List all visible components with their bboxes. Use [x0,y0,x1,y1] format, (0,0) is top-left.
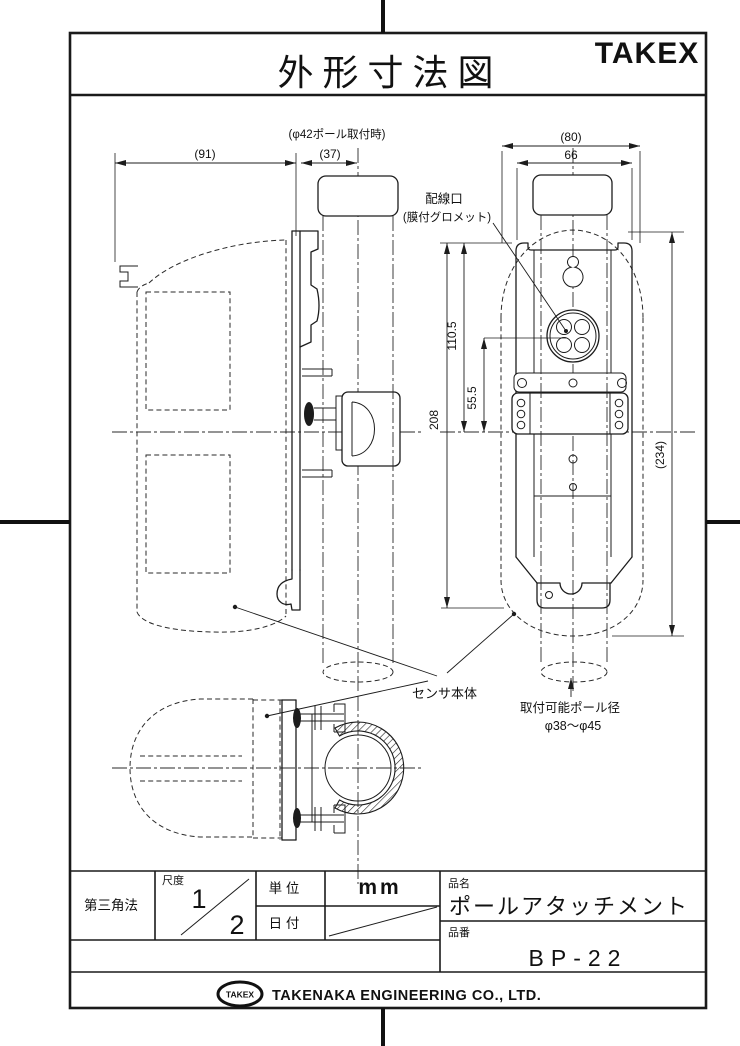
sensor-dome-front-dashed [500,229,644,637]
date-label: 日 付 [269,916,300,931]
dim-234: (234) [653,441,667,469]
pole-cap-front [532,174,613,216]
brand-logo: TAKEX [595,37,699,70]
header: 外形寸法図 TAKEX [277,37,699,93]
side-view: (91) (37) (φ42ポール取付時) [112,128,424,692]
plate-top-hook [291,230,320,348]
projection-method: 第三角法 [84,897,138,913]
clamp-band-hatched [334,721,405,815]
bolt-head-bottom [293,808,301,828]
front-view: (80) 66 208 110.5 55.5 (234) 配線口 (膜付グロメ [403,130,697,733]
front-view-dimensions: (80) 66 208 110.5 55.5 (234) [427,130,684,637]
bolt-head-top [293,708,301,728]
dim-note-pole42: (φ42ポール取付時) [289,128,386,141]
pole-cap [317,175,399,217]
sensor-dome-dashed [129,698,282,840]
product-name-label: 品名 [448,876,470,890]
pole-range-value: φ38～φ45 [545,719,602,733]
bolt-head [304,402,314,426]
u-bolt-top [293,703,346,834]
pole-range-title: 取付可能ポール径 [520,701,620,715]
wiring-grommet [546,309,600,363]
wiring-port-label: 配線口 [425,191,463,206]
side-view-dimensions: (91) (37) (φ42ポール取付時) [114,128,386,262]
company-name: TAKENAKA ENGINEERING CO., LTD. [272,988,541,1004]
dim-66: 66 [564,148,578,162]
washer-plate [335,395,343,451]
footer: TAKEX TAKENAKA ENGINEERING CO., LTD. [216,980,541,1008]
scale-numerator: 1 [191,884,206,914]
title-block: 第三角法 尺度 1 2 単 位 mm 日 付 品名 ポールアタッチメント 品番 … [70,870,706,973]
u-bolt-side [351,401,375,457]
dim-110-5: 110.5 [445,321,459,350]
wiring-port-callout: 配線口 (膜付グロメット) [403,191,568,333]
sensor-body-callout: センサ本体 [232,604,517,719]
pole-side [317,175,399,683]
pole-range-note: 取付可能ポール径 φ38～φ45 [520,678,620,733]
scale-label: 尺度 [162,873,184,887]
unit-value: mm [358,876,401,899]
clamp-band-front [511,392,629,435]
takex-oval-logo-text: TAKEX [226,990,255,1000]
dim-37: (37) [319,147,340,161]
pole-clamp-front [511,372,629,435]
plate-bottom-foot [276,569,301,611]
plate-hole-lower [569,483,577,491]
dim-80: (80) [560,130,581,144]
clamp-flange-upper [302,368,333,377]
scale-denominator: 2 [229,910,244,940]
pole-bottom-cut [322,661,394,683]
clamp-flange [513,372,627,393]
dim-91: (91) [194,147,215,161]
plate-hole-upper [568,454,578,464]
pole-clamp-side [302,368,401,478]
product-number: BP-22 [529,945,628,971]
clamp-flange-lower [302,469,333,478]
pole-section [324,734,392,802]
top-view [112,696,424,884]
product-number-label: 品番 [448,926,470,939]
sensor-body-label: センサ本体 [412,686,477,701]
pole-front [532,174,613,683]
takex-oval-logo-icon [216,980,264,1008]
sensor-clip-notch [119,265,138,288]
sensor-body-outline-dashed [119,239,287,633]
bottom-tab-notch [536,582,612,595]
clamp-block [341,391,401,467]
pole-bottom-cut-front [540,661,608,683]
unit-label: 単 位 [269,881,300,896]
grommet-label: (膜付グロメット) [403,210,491,224]
dim-55-5: 55.5 [465,386,479,410]
mounting-plate-side [276,230,320,611]
dim-208: 208 [427,410,441,430]
product-name: ポールアタッチメント [449,894,689,919]
tab-hole [545,591,553,599]
page-title: 外形寸法図 [277,52,502,93]
keyhole-slot [562,256,584,288]
